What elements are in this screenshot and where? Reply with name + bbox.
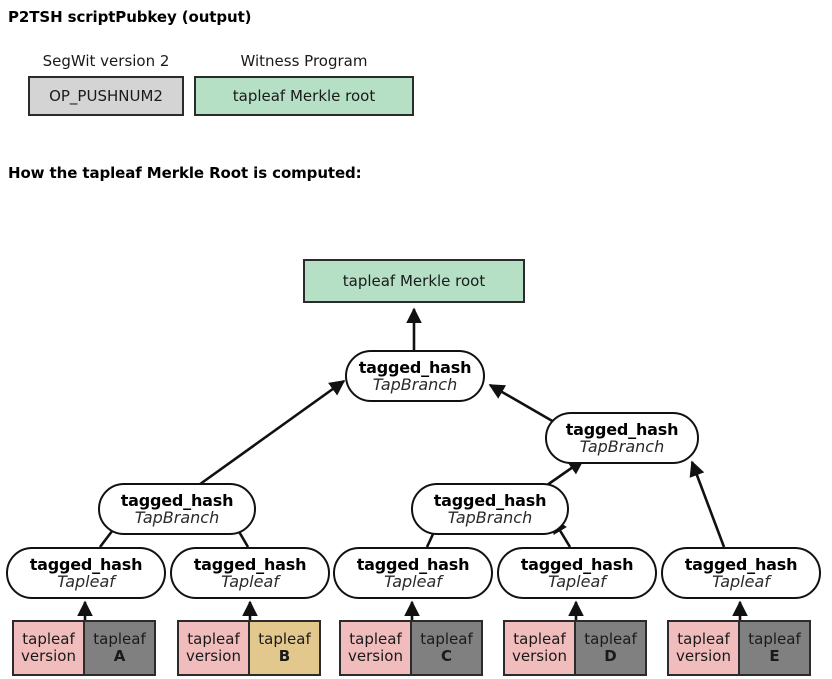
node-subtitle: TapBranch bbox=[579, 437, 665, 456]
version-line-2: version bbox=[186, 647, 241, 665]
node-title: tagged_hash bbox=[29, 554, 143, 574]
script-line-1: tapleaf bbox=[748, 630, 801, 649]
node-branch-cd: tagged_hash TapBranch bbox=[411, 483, 569, 535]
tapleaf-version-cell: tapleaf version bbox=[503, 620, 576, 676]
version-line-1: tapleaf bbox=[187, 630, 240, 649]
node-leaf-b: tagged_hash Tapleaf bbox=[170, 547, 330, 599]
version-line-1: tapleaf bbox=[677, 630, 730, 649]
version-line-1: tapleaf bbox=[349, 630, 402, 649]
node-branch-top: tagged_hash TapBranch bbox=[345, 350, 485, 402]
script-line-1: tapleaf bbox=[258, 630, 311, 649]
script-line-1: tapleaf bbox=[584, 630, 637, 649]
node-leaf-d: tagged_hash Tapleaf bbox=[497, 547, 657, 599]
node-leaf-a: tagged_hash Tapleaf bbox=[6, 547, 166, 599]
tapleaf-version-cell: tapleaf version bbox=[177, 620, 250, 676]
script-name: E bbox=[769, 647, 780, 665]
tapleaf-script-cell: tapleaf E bbox=[738, 620, 811, 676]
node-title: tagged_hash bbox=[193, 554, 307, 574]
node-leaf-e: tagged_hash Tapleaf bbox=[661, 547, 821, 599]
leaf-data-d: tapleaf version tapleaf D bbox=[503, 620, 647, 676]
version-line-2: version bbox=[21, 647, 76, 665]
node-subtitle: Tapleaf bbox=[221, 572, 279, 591]
witness-program-label: Witness Program bbox=[240, 52, 368, 70]
tapleaf-script-cell: tapleaf D bbox=[574, 620, 647, 676]
tapleaf-version-cell: tapleaf version bbox=[339, 620, 412, 676]
version-line-2: version bbox=[348, 647, 403, 665]
node-title: tagged_hash bbox=[358, 357, 472, 377]
segwit-version-label: SegWit version 2 bbox=[42, 52, 170, 70]
tapleaf-version-cell: tapleaf version bbox=[12, 620, 85, 676]
tapleaf-script-cell: tapleaf A bbox=[83, 620, 156, 676]
version-line-1: tapleaf bbox=[513, 630, 566, 649]
node-branch-right: tagged_hash TapBranch bbox=[545, 412, 699, 464]
node-title: tagged_hash bbox=[356, 554, 470, 574]
script-line-1: tapleaf bbox=[420, 630, 473, 649]
leaf-data-c: tapleaf version tapleaf C bbox=[339, 620, 483, 676]
node-subtitle: Tapleaf bbox=[57, 572, 115, 591]
leaf-data-b: tapleaf version tapleaf B bbox=[177, 620, 321, 676]
script-name: D bbox=[604, 647, 617, 665]
node-title: tagged_hash bbox=[684, 554, 798, 574]
version-line-2: version bbox=[512, 647, 567, 665]
node-title: tagged_hash bbox=[520, 554, 634, 574]
page-title-scriptpubkey: P2TSH scriptPubkey (output) bbox=[8, 8, 252, 26]
node-title: tagged_hash bbox=[433, 490, 547, 510]
script-line-1: tapleaf bbox=[93, 630, 146, 649]
node-branch-ab: tagged_hash TapBranch bbox=[98, 483, 256, 535]
tapleaf-merkle-root-box: tapleaf Merkle root bbox=[303, 259, 525, 303]
version-line-1: tapleaf bbox=[22, 630, 75, 649]
tapleaf-script-cell: tapleaf B bbox=[248, 620, 321, 676]
node-subtitle: Tapleaf bbox=[712, 572, 770, 591]
version-line-2: version bbox=[676, 647, 731, 665]
segwit-version-box: OP_PUSHNUM2 bbox=[28, 76, 184, 116]
node-leaf-c: tagged_hash Tapleaf bbox=[333, 547, 493, 599]
page-title-howto: How the tapleaf Merkle Root is computed: bbox=[8, 164, 362, 182]
node-subtitle: Tapleaf bbox=[384, 572, 442, 591]
tapleaf-version-cell: tapleaf version bbox=[667, 620, 740, 676]
node-title: tagged_hash bbox=[120, 490, 234, 510]
witness-program-box: tapleaf Merkle root bbox=[194, 76, 414, 116]
node-subtitle: TapBranch bbox=[447, 508, 533, 527]
node-title: tagged_hash bbox=[565, 419, 679, 439]
node-subtitle: Tapleaf bbox=[548, 572, 606, 591]
script-name: B bbox=[278, 647, 291, 665]
tapleaf-script-cell: tapleaf C bbox=[410, 620, 483, 676]
script-name: A bbox=[113, 647, 126, 665]
node-subtitle: TapBranch bbox=[372, 375, 458, 394]
leaf-data-a: tapleaf version tapleaf A bbox=[12, 620, 156, 676]
leaf-data-e: tapleaf version tapleaf E bbox=[667, 620, 811, 676]
node-subtitle: TapBranch bbox=[134, 508, 220, 527]
script-name: C bbox=[440, 647, 452, 665]
